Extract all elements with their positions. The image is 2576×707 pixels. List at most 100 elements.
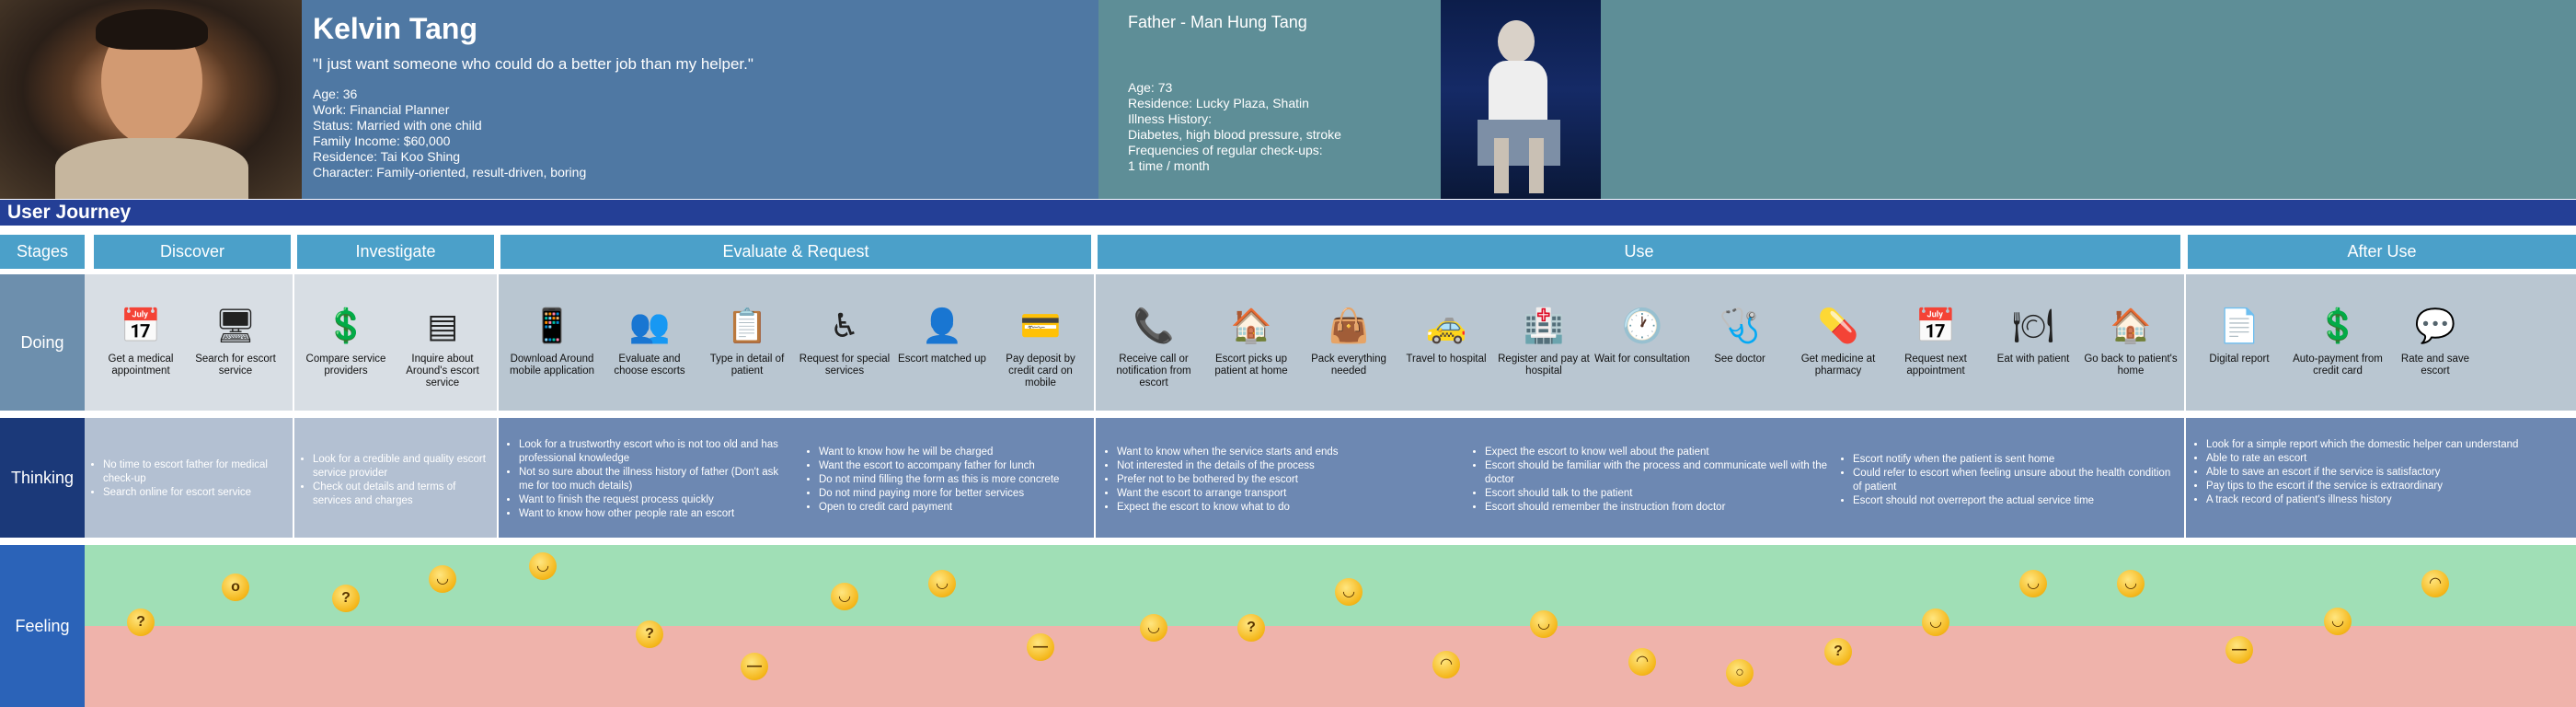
thinking-use-b: Expect the escort to know well about the… xyxy=(1470,446,1827,515)
doing-step-label: Travel to hospital xyxy=(1406,354,1487,365)
thought: Want to know how other people rate an es… xyxy=(519,507,780,521)
doing-step-label: Evaluate and choose escorts xyxy=(614,354,685,377)
persona-fact: Family Income: $60,000 xyxy=(313,133,451,148)
thinking-face-icon: ? xyxy=(127,608,155,637)
doing-step: 📞Receive call or notification from escor… xyxy=(1106,274,1202,411)
thought: Able to save an escort if the service is… xyxy=(2206,466,2570,480)
phone-ringing-icon: 📞 xyxy=(1133,307,1175,344)
doing-step-label: See doctor xyxy=(1714,354,1765,365)
persona-quote: "I just want someone who could do a bett… xyxy=(313,55,753,73)
row-label-thinking: Thinking xyxy=(0,418,85,538)
doing-step-label: Pack everything needed xyxy=(1311,354,1386,377)
persona-name: Kelvin Tang xyxy=(313,12,477,45)
doing-step: 🏠Go back to patient's home xyxy=(2083,274,2179,411)
thought: Escort should be familiar with the proce… xyxy=(1485,459,1827,487)
thought: Do not mind filling the form as this is … xyxy=(819,473,1089,487)
doing-step: 🖥Search for escort service xyxy=(188,274,283,411)
doing-bg-after-use xyxy=(2186,274,2576,411)
father-head-shape xyxy=(1498,20,1535,63)
thinking-face-icon: ? xyxy=(636,620,663,648)
stethoscope-icon: 🩺 xyxy=(1719,307,1761,344)
thought: Search online for escort service xyxy=(103,486,289,500)
stage-after-use: After Use xyxy=(2188,235,2576,269)
thought: Want to finish the request process quick… xyxy=(519,493,780,507)
surprised-face-icon: o xyxy=(222,573,249,601)
relieved-face-icon: ◡ xyxy=(1335,578,1363,607)
anxious-face-icon: ○ xyxy=(1726,659,1754,688)
doing-bg-investigate xyxy=(294,274,497,411)
thought: Not interested in the details of the pro… xyxy=(1117,459,1461,473)
neutral-face-icon: — xyxy=(741,653,768,680)
wheelchair-icon: ♿ xyxy=(829,307,860,344)
doing-step-label: Get medicine at pharmacy xyxy=(1800,354,1876,377)
doing-step: ♿ Request for special services xyxy=(797,274,892,411)
thought: Escort should remember the instruction f… xyxy=(1485,501,1827,515)
persona-photo xyxy=(0,0,302,199)
thought: Look for a trustworthy escort who is not… xyxy=(519,438,780,466)
thought: Expect the escort to know what to do xyxy=(1117,501,1461,515)
doing-step: 📅 Get a medical appointment xyxy=(93,274,189,411)
stage-evaluate-request: Evaluate & Request xyxy=(500,235,1091,269)
house-icon: 🏠 xyxy=(2110,307,2152,344)
feeling-chart: ?o?◡◡?—◡◡—◡?◡◠◡◠○?◡◡◡—◡◠ xyxy=(85,545,2576,707)
auto-payment-icon: 💲 xyxy=(2317,307,2359,344)
row-label-feeling: Feeling xyxy=(0,545,85,707)
doing-step: 🏠Escort picks up patient at home xyxy=(1203,274,1299,411)
persona-card: Kelvin Tang "I just want someone who cou… xyxy=(302,0,1098,199)
relieved-face-icon: ◡ xyxy=(2019,570,2047,598)
persona-fact: Work: Financial Planner xyxy=(313,102,450,117)
weary-face-icon: ◠ xyxy=(1628,647,1656,676)
father-photo xyxy=(1441,0,1601,199)
thinking-investigate: Look for a credible and quality escort s… xyxy=(298,453,493,508)
thought: Want to know when the service starts and… xyxy=(1117,446,1461,459)
father-leg-shape xyxy=(1494,138,1509,193)
credit-card-icon: 💳 xyxy=(1019,307,1062,344)
father-fact: Illness History: xyxy=(1128,111,1213,126)
waiting-person-icon: 🕐 xyxy=(1621,307,1663,344)
thinking-face-icon: ? xyxy=(332,585,360,613)
report-icon: 📄 xyxy=(2218,307,2260,344)
doing-step-label: Escort matched up xyxy=(898,354,986,365)
doing-step: 💬 Rate and save escort xyxy=(2387,274,2483,411)
doing-step-label: Get a medical appointment xyxy=(108,354,174,377)
thought: No time to escort father for medical che… xyxy=(103,458,289,486)
father-fact: Diabetes, high blood pressure, stroke xyxy=(1128,127,1341,142)
doing-step: 🚕 Travel to hospital xyxy=(1398,274,1494,411)
doing-step-label: Wait for consultation xyxy=(1594,354,1690,365)
doing-step-label: Rate and save escort xyxy=(2400,354,2470,377)
people-group-icon: 👥 xyxy=(628,307,671,344)
slight-smile-face-icon: ◡ xyxy=(1140,613,1167,642)
father-fact: 1 time / month xyxy=(1128,158,1210,173)
father-body-shape xyxy=(1489,61,1547,127)
persona-shirt-shape xyxy=(55,138,248,199)
doing-bg-use xyxy=(1096,274,2184,411)
doing-step-label: Request for special services xyxy=(799,354,891,377)
thought: Want the escort to arrange transport xyxy=(1117,487,1461,501)
thinking-use-c: Escort notify when the patient is sent h… xyxy=(1838,453,2179,508)
neutral-face-icon: — xyxy=(1027,632,1054,661)
thinking-after-use: Look for a simple report which the domes… xyxy=(2191,438,2570,507)
thinking-face-icon: ? xyxy=(1237,613,1265,642)
relieved-face-icon: ◡ xyxy=(2324,607,2352,635)
doing-step-label: Digital report xyxy=(2209,354,2270,365)
dining-icon: 🍽 xyxy=(2012,307,2054,344)
thinking-discover: No time to escort father for medical che… xyxy=(88,458,289,500)
father-card: Father - Man Hung Tang Age: 73 Residence… xyxy=(1098,0,1441,199)
relieved-face-icon: ◡ xyxy=(2117,570,2145,598)
persona-fact: Residence: Tai Koo Shing xyxy=(313,149,461,164)
thinking-use-a: Want to know when the service starts and… xyxy=(1102,446,1461,515)
feeling-positive-zone xyxy=(85,545,2576,626)
stage-investigate: Investigate xyxy=(297,235,494,269)
persona-fact: Age: 36 xyxy=(313,87,358,101)
doing-step-label: Pay deposit by credit card on mobile xyxy=(1006,354,1075,388)
mobile-download-icon: 📱 xyxy=(531,307,573,344)
slight-smile-face-icon: ◡ xyxy=(1922,608,1949,637)
thought: Look for a credible and quality escort s… xyxy=(313,453,493,481)
taxi-icon: 🚕 xyxy=(1425,307,1467,344)
doing-step: 📱Download Around mobile application xyxy=(504,274,600,411)
stage-discover: Discover xyxy=(94,235,291,269)
calendar-icon: 📅 xyxy=(120,307,162,344)
father-fact: Age: 73 xyxy=(1128,80,1173,95)
chat-person-icon: 💬 xyxy=(2414,307,2456,344)
pills-icon: 💊 xyxy=(1817,307,1859,344)
